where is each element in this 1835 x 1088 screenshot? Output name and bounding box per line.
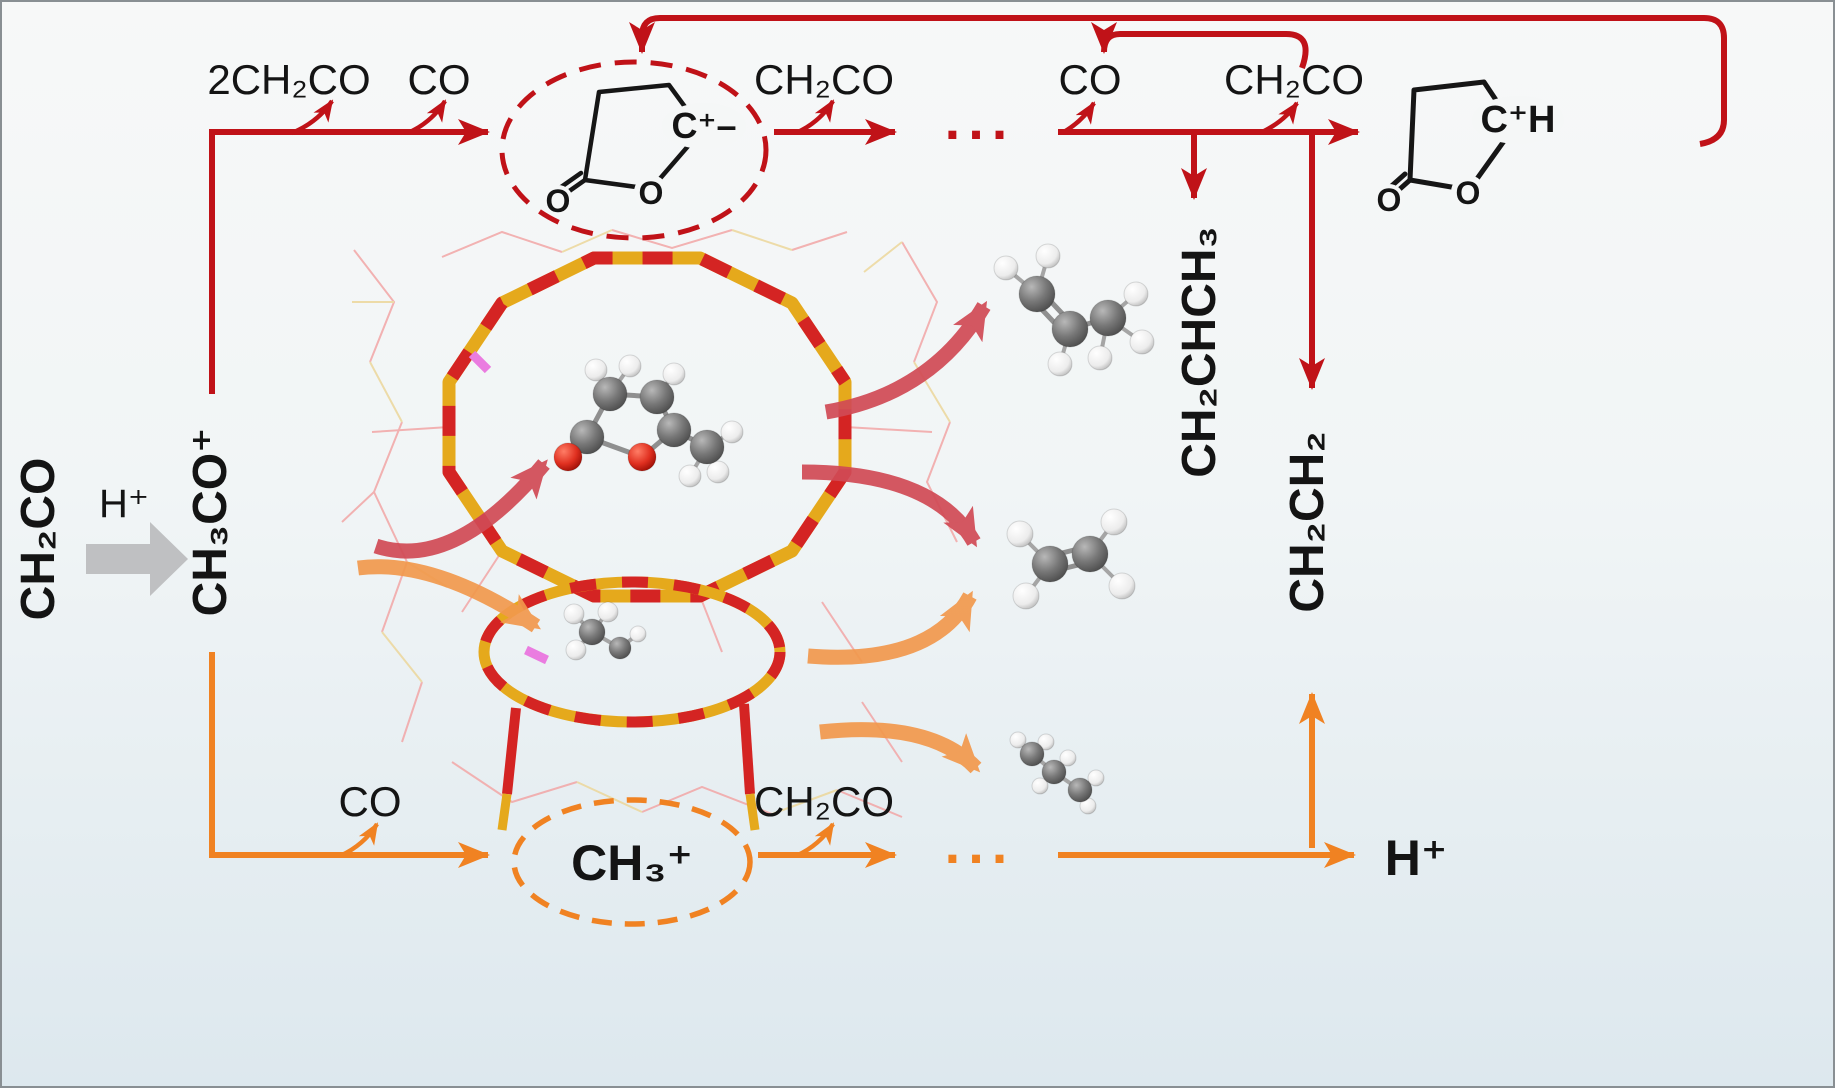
label-ketene-top-right: CH₂CO — [1224, 56, 1364, 103]
label-co-bottom: CO — [338, 778, 402, 825]
label-lactone-ring-o: O — [638, 175, 664, 211]
hook-ketene-bottom — [795, 822, 835, 859]
label-hplus-left: H⁺ — [99, 482, 149, 526]
label-ethylene-vertical: CH₂CH₂ — [1281, 431, 1334, 613]
label-co-top-left: CO — [407, 56, 471, 103]
label-2ch2co-top: 2CH₂CO — [207, 56, 371, 103]
label-hplus-bottom: H⁺ — [1384, 830, 1448, 886]
arrow-to-ethylene-red — [801, 464, 981, 548]
label-lactone2-cation: C⁺H — [1480, 99, 1556, 141]
label-methyl-cation: CH₃⁺ — [571, 835, 693, 891]
label-propene-vertical: CH₂CHCH₃ — [1173, 226, 1226, 478]
dashed-ellipse-orange — [511, 797, 753, 927]
zeolite-framework — [442, 251, 852, 831]
label-lactone-cation: C⁺– — [671, 105, 737, 146]
hook-2ch2co — [291, 99, 334, 136]
red-cycle-arrows — [209, 15, 1727, 394]
hook-co-bottom — [339, 822, 379, 859]
acylium-to-methyl-arrow — [209, 652, 490, 868]
hook-ketene-right — [1259, 101, 1299, 136]
guest-lactone-molecule — [553, 354, 744, 488]
label-lactone-carbonyl-o: O — [545, 183, 571, 219]
label-masks — [543, 96, 1564, 215]
label-dots-top: ... — [944, 88, 1016, 151]
label-ketene-left-vertical: CH₂CO — [12, 457, 65, 621]
arrow-into-cage-orange — [357, 559, 541, 633]
label-dots-bottom: ... — [944, 812, 1016, 875]
orange-cycle-arrows — [209, 652, 1356, 868]
label-lactone2-carbonyl-o: O — [1376, 182, 1402, 218]
proton-transfer-arrow — [86, 522, 188, 596]
label-ketene-top-mid: CH₂CO — [754, 56, 894, 103]
arrow-to-propene — [824, 300, 991, 420]
label-acylium-vertical: CH₃CO⁺ — [184, 427, 237, 617]
dashed-ellipse-red — [499, 59, 769, 241]
arrow-to-ethylene-orange — [807, 590, 977, 665]
outer-feedback-arrow — [629, 15, 1727, 147]
propane-molecule — [1009, 731, 1105, 815]
ethylene-molecule — [1006, 508, 1136, 610]
hook-co-right — [1060, 101, 1096, 135]
label-lactone2-ring-o: O — [1455, 175, 1481, 211]
hook-ketene-mid — [795, 99, 835, 136]
hook-co-left — [407, 99, 447, 136]
inner-feedback-arrow — [1091, 21, 1309, 69]
acylium-to-lactone-arrow — [209, 119, 490, 394]
product-arrows — [357, 300, 991, 774]
arrow-to-propane — [819, 722, 982, 774]
arrow-into-cage-red — [373, 459, 550, 559]
propene-molecule — [993, 243, 1155, 377]
label-ketene-bottom: CH₂CO — [754, 778, 894, 825]
label-co-top-right: CO — [1058, 56, 1122, 103]
lower-cage-molecule — [563, 601, 647, 661]
